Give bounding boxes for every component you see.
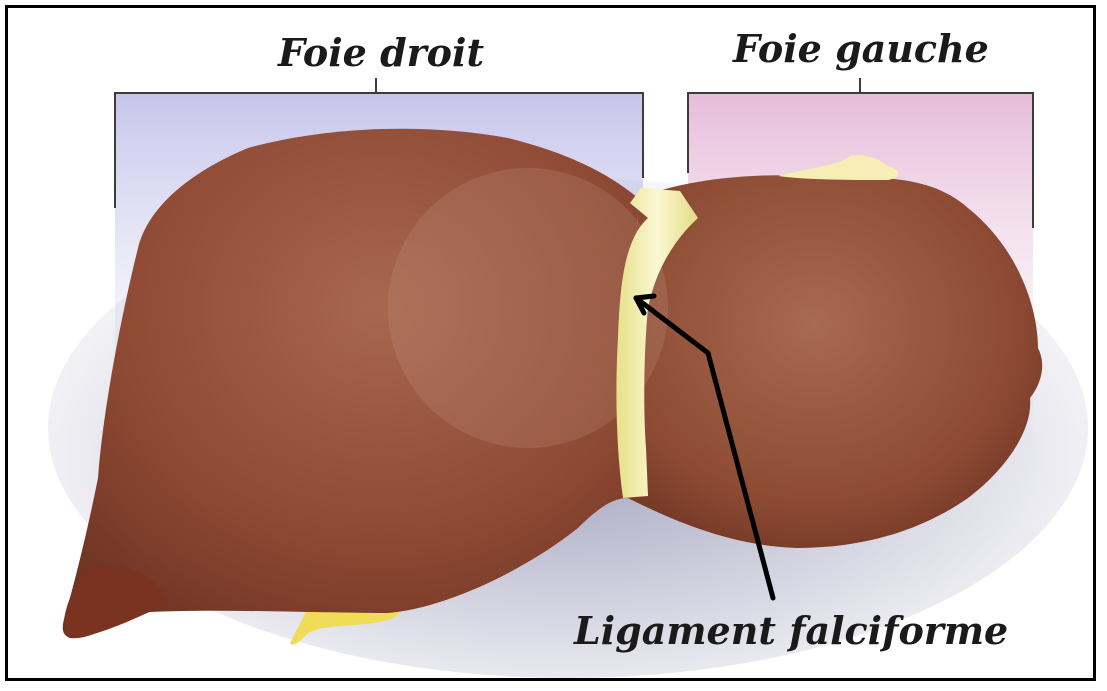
figure-frame: Foie droit Foie gauche Ligament falcifor… [5, 5, 1096, 681]
right-lobe-label: Foie droit [278, 30, 484, 75]
ligament-label: Ligament falciforme [574, 608, 1008, 653]
liver-illustration [8, 8, 1096, 681]
left-lobe-label: Foie gauche [733, 26, 989, 71]
